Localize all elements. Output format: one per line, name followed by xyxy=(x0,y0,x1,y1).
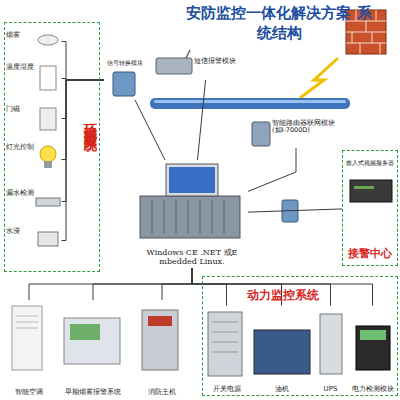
signal-wire xyxy=(62,80,105,241)
device-label: 漏水检测 xyxy=(6,190,36,197)
module-icon xyxy=(282,200,298,222)
water-sensor-icon xyxy=(38,232,58,246)
system-group: 动力监控系统开关电源油机 UPS 电力检测模块 xyxy=(202,276,398,396)
signal-wire xyxy=(29,268,192,300)
video-server-icon xyxy=(350,180,392,202)
controller-monitor xyxy=(166,164,218,196)
door-sensor-icon xyxy=(40,108,56,130)
network-bus-highlight xyxy=(154,100,346,103)
device-box: 烟雾 xyxy=(6,30,62,54)
air-conditioner-icon xyxy=(12,306,42,370)
title-text: 安防监控一体化解决方案 系统结构 xyxy=(186,4,371,42)
light-bulb-base xyxy=(44,161,52,168)
signal-wire xyxy=(192,268,331,306)
device-label: 门磁 xyxy=(6,106,36,113)
modem-antenna xyxy=(186,50,190,58)
device-box: 消防主机 xyxy=(134,300,190,396)
air-conditioner-grille xyxy=(16,316,38,328)
diagram-title: 安防监控一体化解决方案 系统结构 xyxy=(186,4,372,43)
lightning-link xyxy=(300,58,338,98)
device-box: 早期烟雾报警系统 xyxy=(56,300,130,396)
signal-wire xyxy=(62,80,105,160)
signal-wire xyxy=(62,80,105,119)
device-label: 信号转换模块 xyxy=(104,60,146,67)
fire-host-icon xyxy=(142,310,178,370)
signal-wire xyxy=(192,268,373,306)
power-meter-icon xyxy=(356,326,390,370)
device-box: 温度湿度 xyxy=(6,62,62,96)
device-box: Windows CE .NET 或Embedded Linux. xyxy=(136,160,248,268)
temperature-sensor-icon xyxy=(40,66,56,90)
signal-wire xyxy=(135,100,165,160)
device-box: 信号转换模块 xyxy=(104,60,146,100)
device-box: 电力检测模块 xyxy=(350,306,396,394)
device-label: 油机 xyxy=(252,385,312,393)
network-bus xyxy=(150,98,350,109)
device-box: 开关电源 xyxy=(206,306,248,394)
leak-sensor-icon xyxy=(36,198,60,206)
device-label: 开关电源 xyxy=(206,385,248,393)
device-box: 短信报警模块 xyxy=(152,52,262,80)
device-box: 智能空调 xyxy=(6,300,52,396)
smoke-detector-icon xyxy=(38,35,58,45)
switch-cabinet-rows xyxy=(212,322,238,352)
group-title: 接警中心 xyxy=(343,248,397,261)
signal-wire xyxy=(192,268,227,306)
signal-wire xyxy=(248,148,296,191)
device-label: Windows CE .NET 或Embedded Linux. xyxy=(144,248,240,266)
signal-wire xyxy=(62,80,105,202)
signal-wire xyxy=(93,268,192,300)
system-group: 接警中心 嵌入式视频服务器 xyxy=(342,150,398,266)
device-label: 消防主机 xyxy=(134,388,190,396)
device-box: 灯光控制 xyxy=(6,142,62,178)
device-box: 油机 xyxy=(252,306,312,394)
device-label: UPS xyxy=(316,385,346,393)
module-icon xyxy=(113,72,135,96)
device-label: 嵌入式视频服务器 xyxy=(346,160,394,167)
power-meter-display xyxy=(360,330,386,340)
group-title: 动力监控系统 xyxy=(247,289,319,303)
system-group: 环境消防监控系统 烟雾温度湿度门磁灯光控制漏水检测水浸 xyxy=(4,22,100,272)
device-label: 水浸 xyxy=(6,228,36,235)
signal-wire xyxy=(62,42,105,81)
light-bulb-icon xyxy=(40,146,56,162)
device-label: 短信报警模块 xyxy=(194,58,262,65)
router-icon xyxy=(252,122,270,146)
alarm-panel-screen xyxy=(70,324,100,340)
device-box: 门磁 xyxy=(6,104,62,134)
device-label: 智能空调 xyxy=(6,388,52,396)
device-label: 电力检测模块 xyxy=(350,385,396,393)
device-box: 嵌入式视频服务器 xyxy=(346,160,394,220)
signal-wire xyxy=(62,79,105,81)
signal-wire xyxy=(248,209,342,212)
fire-host-panel xyxy=(148,316,172,326)
group-title: 环境消防监控系统 xyxy=(82,113,97,129)
device-label: 烟雾 xyxy=(6,32,36,39)
controller-slots xyxy=(152,200,224,234)
alarm-panel-icon xyxy=(64,318,120,364)
device-label: 灯光控制 xyxy=(6,144,36,151)
modem-icon xyxy=(156,58,192,74)
signal-wire xyxy=(197,80,205,160)
device-label: 温度湿度 xyxy=(6,64,36,71)
controller-screen xyxy=(169,167,215,193)
video-server-led xyxy=(354,186,374,189)
switch-cabinet-icon xyxy=(208,312,242,376)
device-box: 水浸 xyxy=(6,226,62,256)
device-label: 早期烟雾报警系统 xyxy=(56,388,130,396)
controller-rack xyxy=(140,196,240,238)
device-label: 智能路由器联网模块 (如I-7000D) xyxy=(272,120,342,135)
generator-icon xyxy=(254,330,310,374)
device-box: 智能路由器联网模块 (如I-7000D) xyxy=(250,118,342,148)
device-box: 漏水检测 xyxy=(6,188,62,216)
device-box: UPS xyxy=(316,306,346,394)
signal-wire xyxy=(162,268,192,300)
ups-icon xyxy=(320,314,342,374)
